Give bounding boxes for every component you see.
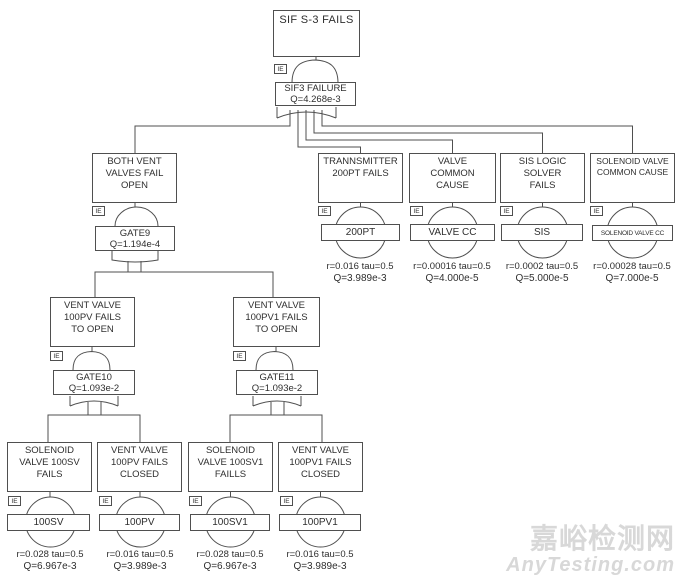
or-gate-bottom-shape: [69, 396, 119, 407]
node-vent-valve-100pv1-open[interactable]: VENT VALVE 100PV1 FAILS TO OPEN: [233, 297, 320, 347]
ie-tag: IE: [8, 496, 21, 506]
event-label-100pv[interactable]: 100PV: [99, 514, 180, 531]
ie-tag: IE: [410, 206, 423, 216]
failure-rate: r=0.028 tau=0.5: [196, 549, 264, 560]
event-label-sis[interactable]: SIS: [501, 224, 583, 241]
failure-rate: r=0.0002 tau=0.5: [505, 261, 579, 272]
node-valve-common-cause[interactable]: VALVE COMMON CAUSE: [409, 153, 496, 203]
gate-q-value: Q=4.268e-3: [290, 94, 341, 105]
connector-line: [321, 110, 633, 153]
ie-tag: IE: [280, 496, 293, 506]
gate-name: GATE9: [119, 227, 151, 239]
node-top-event[interactable]: SIF S-3 FAILS: [273, 10, 360, 57]
event-stats-solenoid-cc: r=0.00028 tau=0.5 Q=7.000e-5: [577, 261, 680, 285]
ie-tag: IE: [318, 206, 331, 216]
connector-line: [134, 110, 291, 153]
gate-label-sif3-failure[interactable]: SIF3 FAILURE Q=4.268e-3: [275, 82, 356, 106]
gate-q-value: Q=1.194e-4: [109, 238, 161, 250]
ie-tag: IE: [92, 206, 105, 216]
node-transmitter-200pt[interactable]: TRANNSMITTER 200PT FAILS: [318, 153, 403, 203]
node-vent-valve-100pv1-closed[interactable]: VENT VALVE 100PV1 FAILS CLOSED: [278, 442, 363, 492]
failure-rate: r=0.00016 tau=0.5: [413, 261, 491, 272]
connector-line: [313, 110, 543, 153]
failure-rate: r=0.028 tau=0.5: [16, 549, 84, 560]
unavailability: Q=6.967e-3: [23, 560, 77, 572]
unavailability: Q=4.000e-5: [425, 272, 479, 284]
or-gate-icon: [255, 350, 294, 371]
event-label-100sv1[interactable]: 100SV1: [190, 514, 270, 531]
ie-tag: IE: [189, 496, 202, 506]
event-stats-100sv1: r=0.028 tau=0.5 Q=6.967e-3: [175, 549, 285, 573]
unavailability: Q=7.000e-5: [605, 272, 659, 284]
event-label-200pt[interactable]: 200PT: [321, 224, 400, 241]
node-solenoid-valve-100sv[interactable]: SOLENOID VALVE 100SV FAILS: [7, 442, 92, 492]
ie-tag: IE: [50, 351, 63, 361]
node-solenoid-valve-cc[interactable]: SOLENOID VALVE COMMON CAUSE: [590, 153, 675, 203]
unavailability: Q=3.989e-3: [333, 272, 387, 284]
or-gate-icon: [72, 350, 111, 371]
gate-q-value: Q=1.093e-2: [251, 382, 303, 394]
unavailability: Q=3.989e-3: [293, 560, 347, 572]
ie-tag: IE: [99, 496, 112, 506]
gate-name: GATE10: [76, 371, 112, 383]
connector-line: [127, 261, 142, 272]
or-gate-icon: [291, 59, 339, 84]
unavailability: Q=3.989e-3: [113, 560, 167, 572]
node-both-vent-valves[interactable]: BOTH VENT VALVES FAIL OPEN: [92, 153, 177, 203]
unavailability: Q=5.000e-5: [515, 272, 569, 284]
ie-tag: IE: [590, 206, 603, 216]
event-stats-200pt: r=0.016 tau=0.5 Q=3.989e-3: [305, 261, 415, 285]
connector-line: [87, 402, 102, 415]
and-gate-bottom-shape: [111, 251, 159, 263]
node-solenoid-valve-100sv1[interactable]: SOLENOID VALVE 100SV1 FAILLS: [188, 442, 273, 492]
ie-tag: IE: [500, 206, 513, 216]
gate-q-value: Q=1.093e-2: [68, 382, 120, 394]
and-gate-icon: [114, 206, 159, 227]
failure-rate: r=0.016 tau=0.5: [286, 549, 354, 560]
ie-tag: IE: [274, 64, 287, 74]
event-stats-valve-cc: r=0.00016 tau=0.5 Q=4.000e-5: [397, 261, 507, 285]
failure-rate: r=0.016 tau=0.5: [106, 549, 174, 560]
connector-line: [94, 271, 274, 297]
failure-rate: r=0.016 tau=0.5: [326, 261, 394, 272]
failure-rate: r=0.00028 tau=0.5: [593, 261, 671, 272]
ie-tag: IE: [233, 351, 246, 361]
event-label-solenoid-cc[interactable]: SOLENOID VALVE CC: [592, 225, 673, 241]
connector-line: [305, 110, 453, 153]
event-label-100pv1[interactable]: 100PV1: [279, 514, 361, 531]
connector-line: [297, 110, 361, 153]
or-gate-bottom-shape: [252, 396, 302, 407]
event-label-100sv[interactable]: 100SV: [7, 514, 90, 531]
unavailability: Q=6.967e-3: [203, 560, 257, 572]
gate-label-gate9[interactable]: GATE9 Q=1.194e-4: [95, 226, 175, 251]
gate-label-gate10[interactable]: GATE10 Q=1.093e-2: [53, 370, 135, 395]
connector-line: [229, 414, 323, 442]
connector-line: [47, 414, 141, 442]
event-stats-100pv1: r=0.016 tau=0.5 Q=3.989e-3: [265, 549, 375, 573]
node-sis-logic-solver[interactable]: SIS LOGIC SOLVER FAILS: [500, 153, 585, 203]
gate-name: GATE11: [259, 371, 295, 383]
node-vent-valve-100pv-closed[interactable]: VENT VALVE 100PV FAILS CLOSED: [97, 442, 182, 492]
gate-name: SIF3 FAILURE: [284, 83, 347, 94]
node-vent-valve-100pv-open[interactable]: VENT VALVE 100PV FAILS TO OPEN: [50, 297, 135, 347]
gate-label-gate11[interactable]: GATE11 Q=1.093e-2: [236, 370, 318, 395]
event-stats-100sv: r=0.028 tau=0.5 Q=6.967e-3: [0, 549, 105, 573]
event-stats-sis: r=0.0002 tau=0.5 Q=5.000e-5: [487, 261, 597, 285]
event-label-valve-cc[interactable]: VALVE CC: [410, 224, 495, 241]
connector-line: [270, 402, 285, 415]
event-stats-100pv: r=0.016 tau=0.5 Q=3.989e-3: [85, 549, 195, 573]
